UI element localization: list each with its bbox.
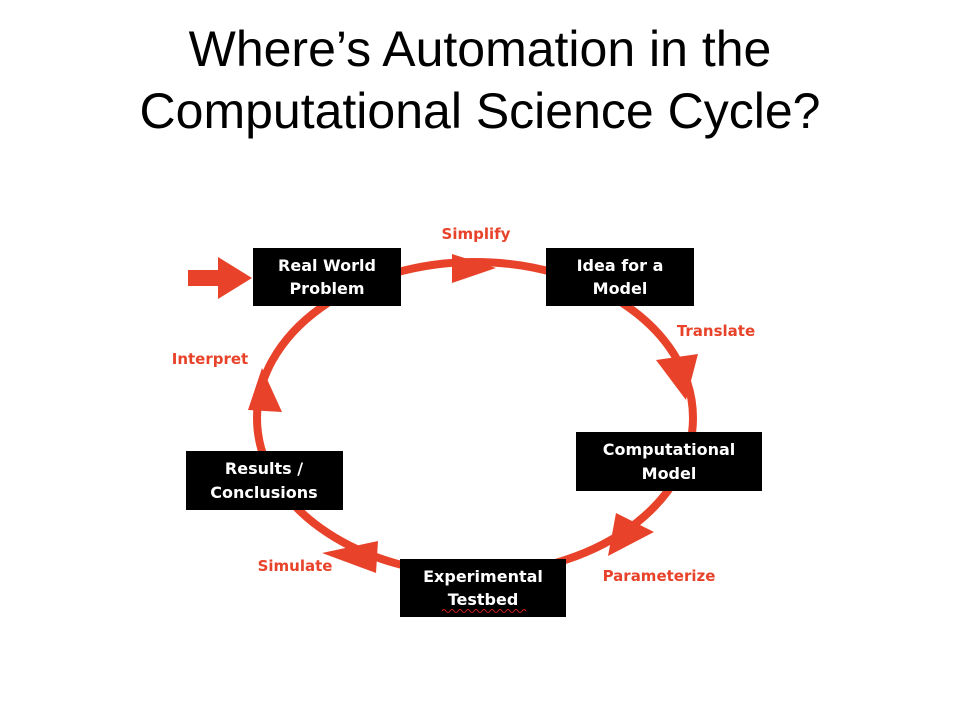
arrowhead-simulate	[322, 541, 378, 573]
arrowhead-translate	[656, 354, 698, 400]
stage-idea-for-model-line1: Idea for a	[577, 256, 664, 275]
slide-title: Where’s Automation in the Computational …	[0, 18, 960, 142]
stage-results-conclusions: Results / Conclusions	[186, 451, 343, 510]
stage-real-world-problem-line2: Problem	[289, 279, 364, 298]
stage-computational-model: Computational Model	[576, 432, 762, 491]
arrowhead-simplify	[452, 254, 496, 283]
stage-idea-for-model-line2: Model	[593, 279, 648, 298]
slide-title-line1: Where’s Automation in the	[188, 21, 772, 77]
stage-experimental-testbed-line1: Experimental	[423, 567, 543, 586]
stage-experimental-testbed: Experimental Testbed	[400, 559, 566, 617]
stage-real-world-problem-line1: Real World	[278, 256, 376, 275]
entry-arrow	[188, 257, 252, 299]
stage-experimental-testbed-line2: Testbed	[448, 590, 519, 609]
arrowhead-interpret	[248, 368, 282, 412]
arrowhead-parameterize	[608, 513, 654, 556]
label-interpret: Interpret	[172, 350, 248, 368]
slide-title-line2: Computational Science Cycle?	[139, 83, 821, 139]
spellcheck-underline	[441, 609, 527, 613]
stage-results-conclusions-line1: Results /	[225, 459, 303, 478]
label-simplify: Simplify	[442, 225, 511, 243]
stage-results-conclusions-line2: Conclusions	[210, 483, 317, 502]
stage-real-world-problem: Real World Problem	[253, 248, 401, 306]
stage-computational-model-line2: Model	[642, 464, 697, 483]
label-translate: Translate	[677, 322, 755, 340]
stage-idea-for-model: Idea for a Model	[546, 248, 694, 306]
label-simulate: Simulate	[258, 557, 333, 575]
label-parameterize: Parameterize	[603, 567, 716, 585]
stage-computational-model-line1: Computational	[603, 440, 736, 459]
